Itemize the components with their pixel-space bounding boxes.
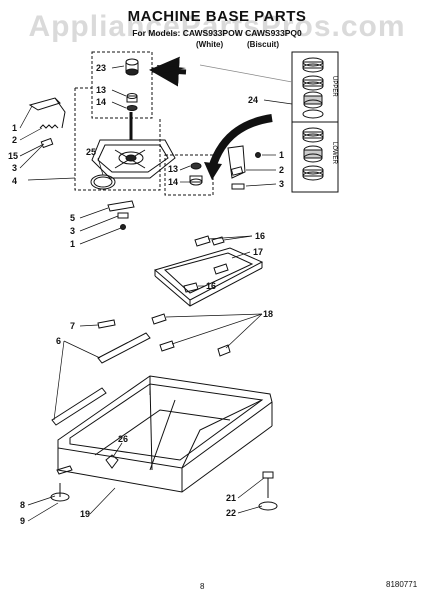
inset-label-lower: LOWER xyxy=(331,142,337,165)
callout-2-right: 2 xyxy=(279,165,284,175)
page-title: MACHINE BASE PARTS xyxy=(127,8,307,25)
callout-24: 24 xyxy=(248,95,258,105)
callout-1-mid: 1 xyxy=(70,239,75,249)
document-number: 8180771 xyxy=(386,580,418,589)
inset-leader xyxy=(199,64,293,83)
callout-7: 7 xyxy=(70,321,75,331)
callout-9: 9 xyxy=(20,516,25,526)
page-number: 8 xyxy=(200,582,205,591)
callout-25: 25 xyxy=(86,147,96,157)
inset-label-upper: UPPER xyxy=(331,76,337,97)
callout-3-mid: 3 xyxy=(70,226,75,236)
callout-21: 21 xyxy=(226,493,236,503)
callout-22: 22 xyxy=(226,508,236,518)
callout-5: 5 xyxy=(70,213,75,223)
callout-4: 4 xyxy=(12,176,17,186)
callout-3-right: 3 xyxy=(279,179,284,189)
reference-arrow-head xyxy=(204,162,222,180)
support-plate-17 xyxy=(153,235,264,307)
callout-8: 8 xyxy=(20,500,25,510)
callout-13-right: 13 xyxy=(168,164,178,174)
bearing-inset xyxy=(291,51,339,193)
callout-23: 23 xyxy=(96,63,106,73)
callout-26: 26 xyxy=(118,434,128,444)
callout-18: 18 xyxy=(263,309,273,319)
callout-1-right: 1 xyxy=(279,150,284,160)
callout-2-left: 2 xyxy=(12,135,17,145)
callout-19: 19 xyxy=(80,509,90,519)
callout-14-top: 14 xyxy=(96,97,106,107)
callout-6: 6 xyxy=(56,336,61,346)
callout-15: 15 xyxy=(8,151,18,161)
callout-3-left: 3 xyxy=(12,163,17,173)
color-label-white: (White) xyxy=(196,40,224,49)
reference-arrow xyxy=(208,114,273,170)
leader-lines xyxy=(19,65,293,522)
callout-13-top: 13 xyxy=(96,85,106,95)
callout-1-left: 1 xyxy=(12,123,17,133)
callout-17: 17 xyxy=(253,247,263,257)
transmission-assembly xyxy=(28,51,261,230)
callout-14-right: 14 xyxy=(168,177,178,187)
callout-16-top: 16 xyxy=(255,231,265,241)
model-subtitle: For Models: CAWS933POW CAWS933PQ0 xyxy=(132,28,302,38)
base-frame xyxy=(50,313,278,511)
callout-16-bottom: 16 xyxy=(206,281,216,291)
color-label-biscuit: (Biscuit) xyxy=(247,40,279,49)
